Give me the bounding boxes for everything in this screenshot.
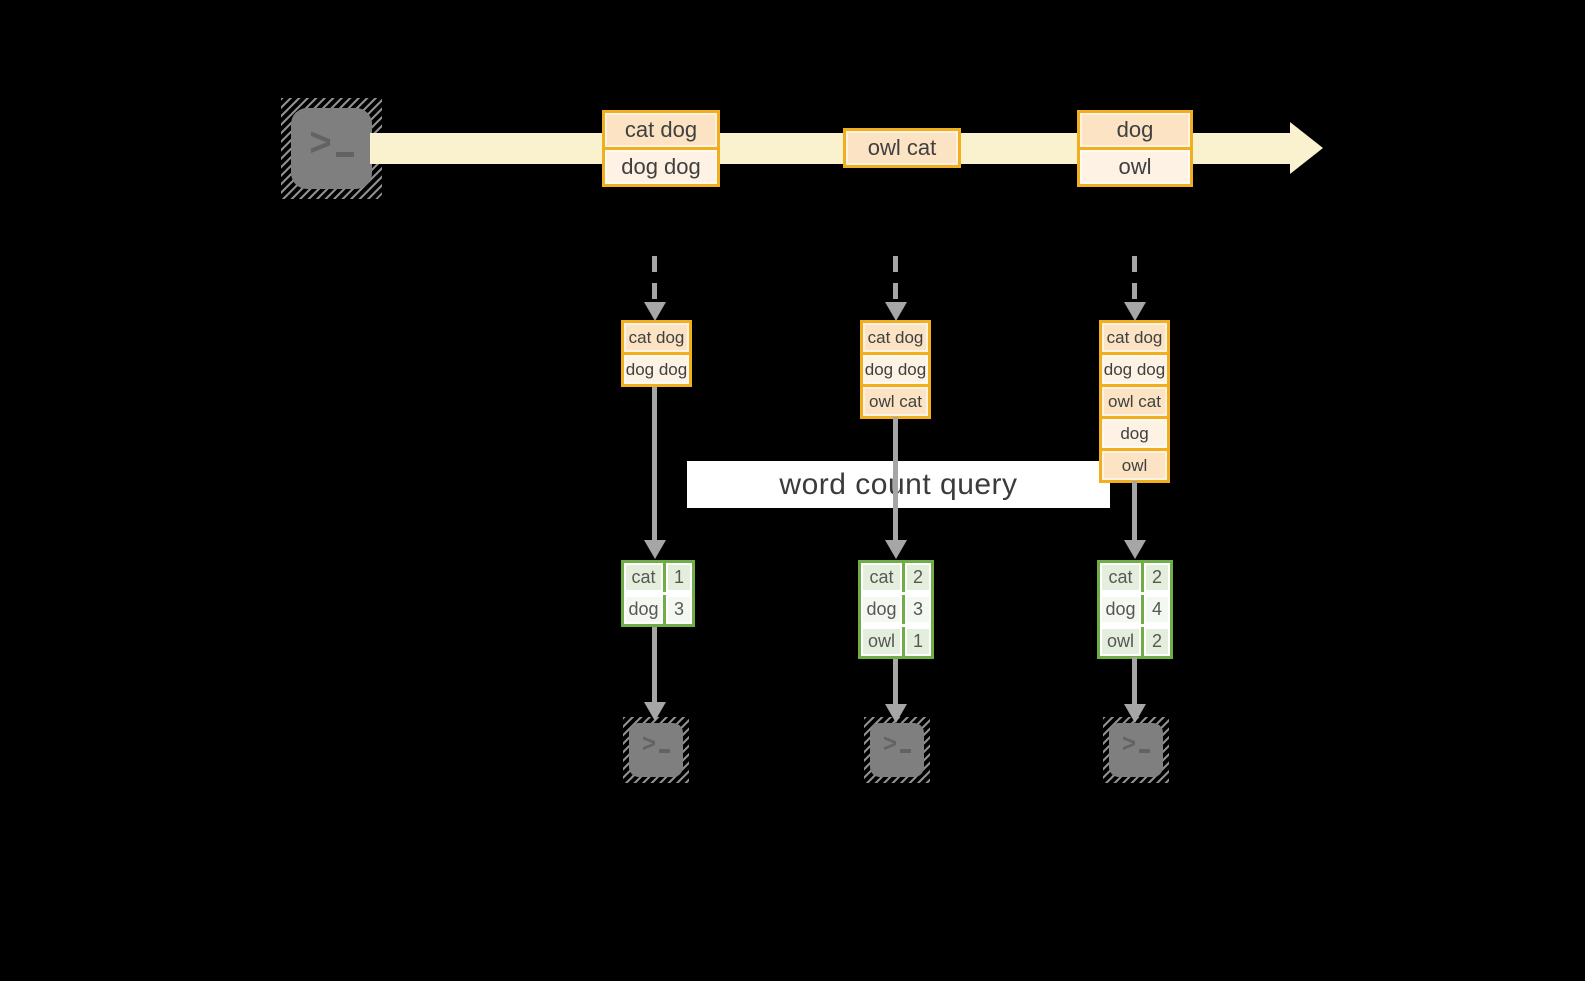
- box-row: owl cat: [1102, 387, 1167, 416]
- terminal-screen: >: [629, 723, 683, 777]
- arrow-count-to-sink-3: [1132, 657, 1137, 704]
- box-row: cat dog: [605, 113, 717, 147]
- count-value: 1: [905, 627, 931, 656]
- count-value: 2: [1144, 563, 1170, 592]
- count-value: 1: [666, 563, 692, 592]
- query-label: word count query: [779, 467, 1018, 501]
- box-row: owl: [1102, 451, 1167, 480]
- box-row: dog dog: [863, 355, 928, 384]
- arrow-state-to-count-1: [652, 387, 657, 540]
- prompt-chevron-icon: >: [309, 120, 332, 165]
- count-word: cat: [861, 563, 905, 592]
- terminal-source-icon: >: [281, 98, 382, 199]
- count-word: owl: [861, 627, 905, 656]
- box-row: owl: [1080, 150, 1190, 184]
- arrowhead-6-icon: [1124, 704, 1146, 723]
- terminal-sink-1-icon: >: [623, 717, 689, 783]
- box-row: dog dog: [605, 150, 717, 184]
- prompt-glyph-icon: >: [309, 120, 354, 165]
- count-word: cat: [1100, 563, 1144, 592]
- state-box-2: cat dog dog dog owl cat: [860, 320, 931, 419]
- terminal-screen: >: [870, 723, 924, 777]
- dashed-arrow-1: [652, 256, 657, 302]
- box-row: dog dog: [1102, 355, 1167, 384]
- terminal-screen: >: [1109, 723, 1163, 777]
- count-value: 4: [1144, 595, 1170, 624]
- box-row: dog: [1102, 419, 1167, 448]
- terminal-screen: >: [291, 108, 372, 189]
- count-word: owl: [1100, 627, 1144, 656]
- arrow-count-to-sink-1: [652, 627, 657, 702]
- count-value: 3: [666, 595, 692, 624]
- prompt-underscore-icon: [659, 749, 670, 753]
- box-row: owl cat: [863, 387, 928, 416]
- arrowhead-2-icon: [885, 540, 907, 559]
- arrow-state-to-count-3: [1132, 481, 1137, 540]
- stream-arrowhead-icon: [1290, 122, 1323, 174]
- box-row: dog dog: [624, 355, 689, 384]
- prompt-chevron-icon: >: [882, 729, 897, 758]
- box-row: owl cat: [846, 131, 958, 165]
- dashed-arrowhead-1-icon: [644, 302, 666, 321]
- prompt-glyph-icon: >: [641, 729, 670, 758]
- query-label-band: word count query: [687, 461, 1110, 508]
- dashed-arrowhead-2-icon: [885, 302, 907, 321]
- dashed-arrow-2: [893, 256, 898, 302]
- dashed-arrow-3: [1132, 256, 1137, 302]
- dashed-arrowhead-3-icon: [1124, 302, 1146, 321]
- box-row: dog: [1080, 113, 1190, 147]
- arrow-count-to-sink-2: [893, 659, 898, 704]
- terminal-sink-2-icon: >: [864, 717, 930, 783]
- count-word: dog: [1100, 595, 1144, 624]
- count-value: 3: [905, 595, 931, 624]
- count-word: dog: [861, 595, 905, 624]
- state-box-3: cat dog dog dog owl cat dog owl: [1099, 320, 1170, 483]
- arrowhead-3-icon: [1124, 540, 1146, 559]
- count-value: 2: [905, 563, 931, 592]
- count-value: 2: [1144, 627, 1170, 656]
- prompt-underscore-icon: [900, 749, 911, 753]
- box-row: cat dog: [1102, 323, 1167, 352]
- prompt-glyph-icon: >: [882, 729, 911, 758]
- arrowhead-5-icon: [885, 704, 907, 723]
- arrowhead-4-icon: [644, 702, 666, 721]
- arrow-state-to-count-2: [893, 417, 898, 540]
- count-word: dog: [624, 595, 666, 624]
- stream-batch-2: owl cat: [843, 128, 961, 168]
- prompt-chevron-icon: >: [641, 729, 656, 758]
- arrowhead-1-icon: [644, 540, 666, 559]
- count-word: cat: [624, 563, 666, 592]
- state-box-1: cat dog dog dog: [621, 320, 692, 387]
- prompt-chevron-icon: >: [1121, 729, 1136, 758]
- prompt-underscore-icon: [335, 151, 354, 157]
- prompt-underscore-icon: [1139, 749, 1150, 753]
- box-row: cat dog: [624, 323, 689, 352]
- terminal-sink-3-icon: >: [1103, 717, 1169, 783]
- box-row: cat dog: [863, 323, 928, 352]
- prompt-glyph-icon: >: [1121, 729, 1150, 758]
